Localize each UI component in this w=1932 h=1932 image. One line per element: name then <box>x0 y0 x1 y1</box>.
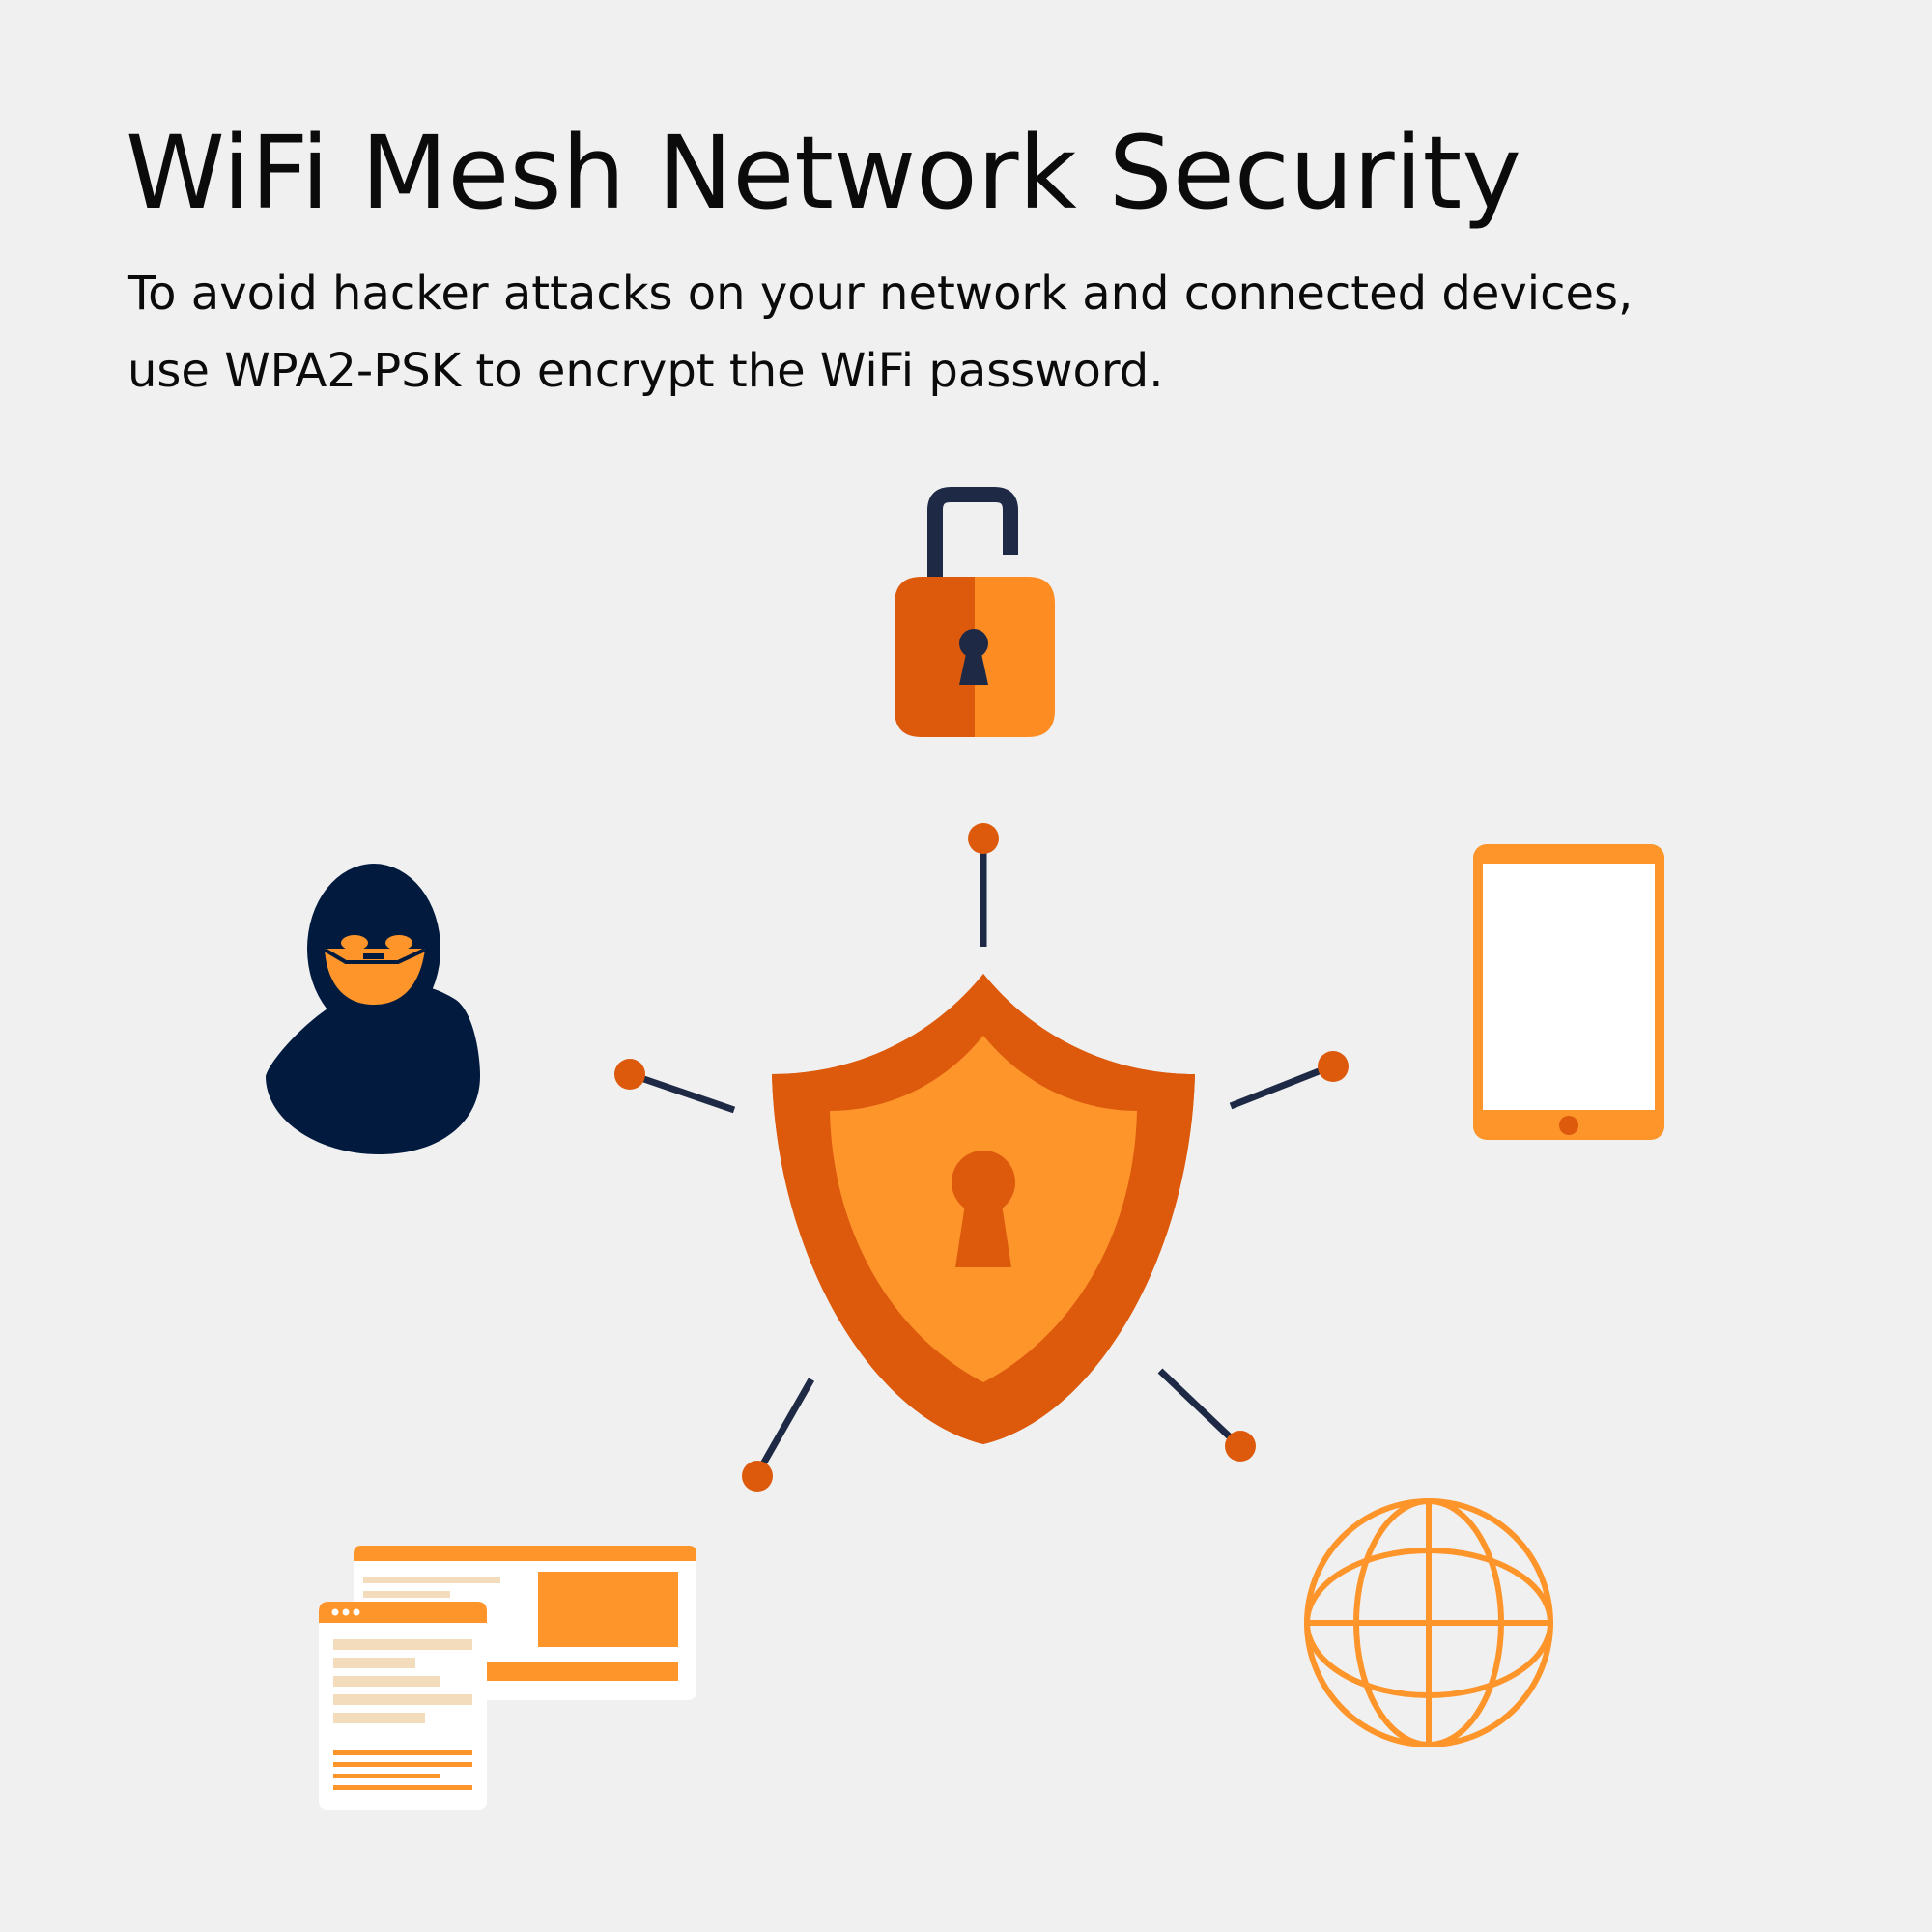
shield-keyhole-icon <box>772 974 1195 1444</box>
connector-top-dot <box>968 823 999 854</box>
page-title: WiFi Mesh Network Security <box>126 114 1521 232</box>
connector-right-dot <box>1318 1051 1349 1082</box>
connector-right-line <box>1229 1063 1333 1110</box>
subtitle-line-2: use WPA2-PSK to encrypt the WiFi passwor… <box>128 344 1164 398</box>
subtitle-line-1: To avoid hacker attacks on your network … <box>128 267 1634 321</box>
page-subtitle: To avoid hacker attacks on your network … <box>128 255 1866 410</box>
connector-bottom-right-dot <box>1225 1431 1256 1462</box>
connectors <box>628 838 1333 1476</box>
connector-dots <box>614 823 1349 1492</box>
connector-bottom-right-line <box>1157 1368 1241 1448</box>
connector-bottom-left-dot <box>742 1461 773 1492</box>
connector-bottom-left-line <box>753 1378 815 1476</box>
browser-windows-icon <box>319 1546 696 1810</box>
connector-left-line <box>628 1070 736 1114</box>
globe-icon <box>1304 1498 1553 1747</box>
padlock-icon <box>895 487 1055 737</box>
tablet-icon <box>1473 844 1664 1140</box>
connector-left-dot <box>614 1059 645 1090</box>
hacker-icon <box>266 864 480 1154</box>
